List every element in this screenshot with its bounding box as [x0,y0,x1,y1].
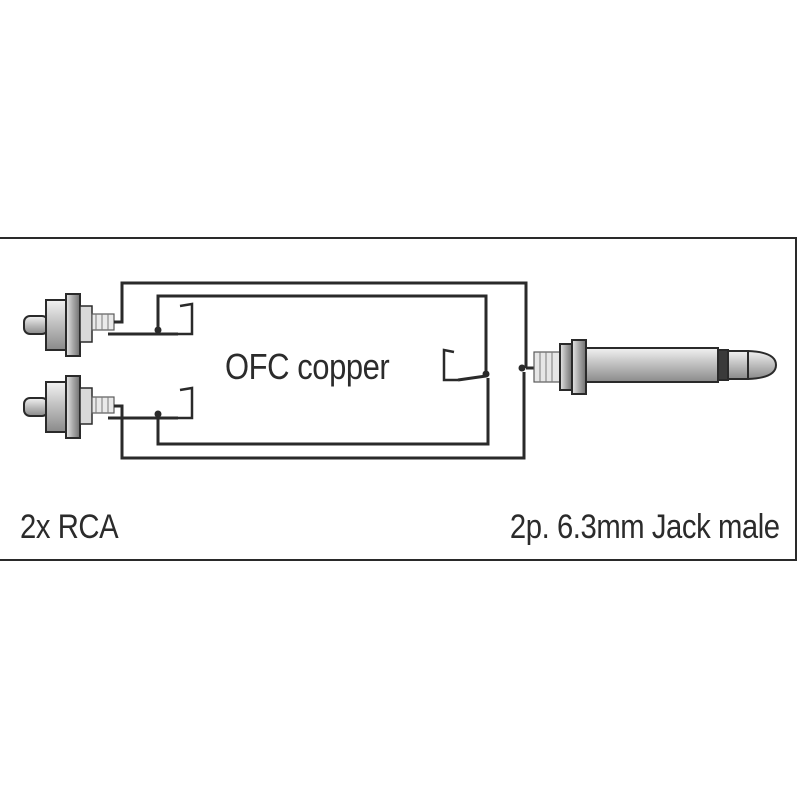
jack-plug-icon [533,339,778,395]
right-connector-label: 2p. 6.3mm Jack male [510,508,780,546]
solder-cup-bottom-rca [178,386,194,420]
left-connector-label: 2x RCA [20,508,119,546]
solder-cup-top-rca [178,302,194,336]
diagram-frame [0,237,797,561]
wire-outer-loop [114,281,528,460]
rca-plug-icon [23,293,115,357]
rca-plug-icon [23,375,115,439]
wire-inner-loop [108,294,540,446]
cable-label: OFC copper [225,346,390,387]
solder-cup-jack [442,348,458,382]
solder-dots [154,326,526,418]
